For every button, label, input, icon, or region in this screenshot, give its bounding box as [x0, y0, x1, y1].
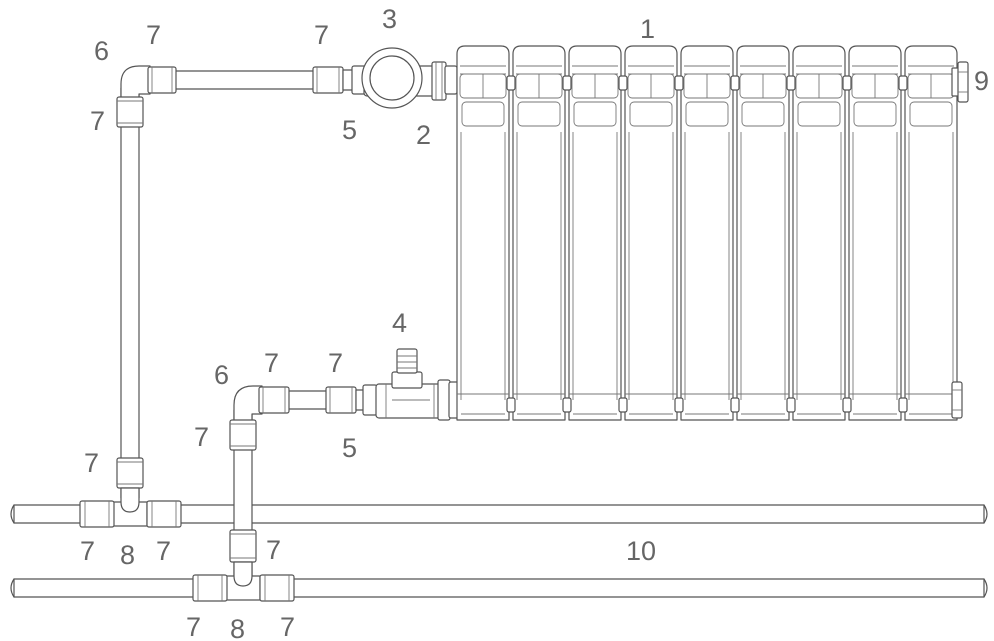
section-joint-bottom — [674, 397, 684, 413]
label-fitting-h: 7 — [266, 535, 281, 565]
label-fitting-i: 7 — [80, 536, 95, 566]
label-tee-lower: 8 — [230, 614, 245, 641]
fitting-bottom-left-horizontal — [258, 386, 290, 414]
section-joint-top — [898, 75, 908, 91]
fitting-bottom-right-horizontal — [325, 386, 357, 414]
section-joint-bottom — [898, 397, 908, 413]
label-main-pipes: 10 — [626, 536, 656, 566]
section-joint-top — [842, 75, 852, 91]
radiator-section — [512, 45, 566, 421]
label-radiator: 1 — [640, 14, 655, 44]
fitting-return-crossing — [229, 529, 257, 563]
label-air-vent: 9 — [974, 66, 989, 96]
radiator — [456, 45, 958, 421]
section-joint-bottom — [562, 397, 572, 413]
label-fitting-f: 7 — [328, 348, 343, 378]
label-fitting-k: 7 — [186, 612, 201, 641]
label-fitting-c: 7 — [90, 106, 105, 136]
section-joint-top — [730, 75, 740, 91]
section-joint-bottom — [618, 397, 628, 413]
fitting-bottom-left-vertical — [229, 419, 257, 451]
radiator-section — [792, 45, 846, 421]
elbow-bottom — [233, 385, 263, 426]
supply-riser-pipe — [120, 87, 140, 499]
section-joint-bottom — [506, 397, 516, 413]
label-fitting-g: 7 — [194, 422, 209, 452]
main-pipe-lower — [10, 578, 988, 598]
section-joint-top — [618, 75, 628, 91]
label-adapter-bottom: 5 — [342, 433, 357, 463]
elbow-top — [120, 65, 151, 101]
tee-lower — [192, 561, 295, 602]
label-fitting-a: 7 — [146, 20, 161, 50]
radiator-coupling-top — [444, 65, 458, 95]
label-elbow-bottom: 6 — [214, 360, 229, 390]
thermostatic-head — [361, 47, 423, 109]
section-joint-bottom — [842, 397, 852, 413]
label-valve-top: 2 — [416, 120, 431, 150]
fitting-top-left-horizontal — [147, 66, 177, 94]
air-vent — [951, 61, 969, 103]
section-joint-top — [506, 75, 516, 91]
fitting-top-right-horizontal — [312, 66, 344, 94]
radiator-section — [736, 45, 790, 421]
label-lockshield-valve: 4 — [392, 308, 407, 338]
radiator-section — [848, 45, 902, 421]
label-elbow-top: 6 — [94, 36, 109, 66]
label-tee-upper: 8 — [120, 540, 135, 570]
fitting-riser-bottom — [116, 457, 144, 489]
label-adapter-top: 5 — [342, 115, 357, 145]
label-thermostatic-head: 3 — [382, 4, 397, 34]
label-fitting-d: 7 — [84, 448, 99, 478]
label-fitting-e: 7 — [264, 348, 279, 378]
radiator-section — [568, 45, 622, 421]
main-pipe-upper — [10, 504, 988, 524]
section-joint-top — [562, 75, 572, 91]
tee-upper — [79, 487, 182, 528]
label-fitting-j: 7 — [156, 536, 171, 566]
radiator-section — [680, 45, 734, 421]
fitting-top-left-vertical — [116, 96, 144, 128]
label-fitting-b: 7 — [314, 20, 329, 50]
radiator-section — [456, 45, 510, 421]
section-joint-top — [786, 75, 796, 91]
label-fitting-l: 7 — [280, 612, 295, 641]
lockshield-valve — [375, 348, 451, 421]
radiator-plug-bottom — [951, 381, 963, 419]
radiator-section — [904, 45, 958, 421]
radiator-section — [624, 45, 678, 421]
adapter-bottom — [355, 384, 378, 416]
section-joint-bottom — [786, 397, 796, 413]
section-joint-top — [674, 75, 684, 91]
section-joint-bottom — [730, 397, 740, 413]
